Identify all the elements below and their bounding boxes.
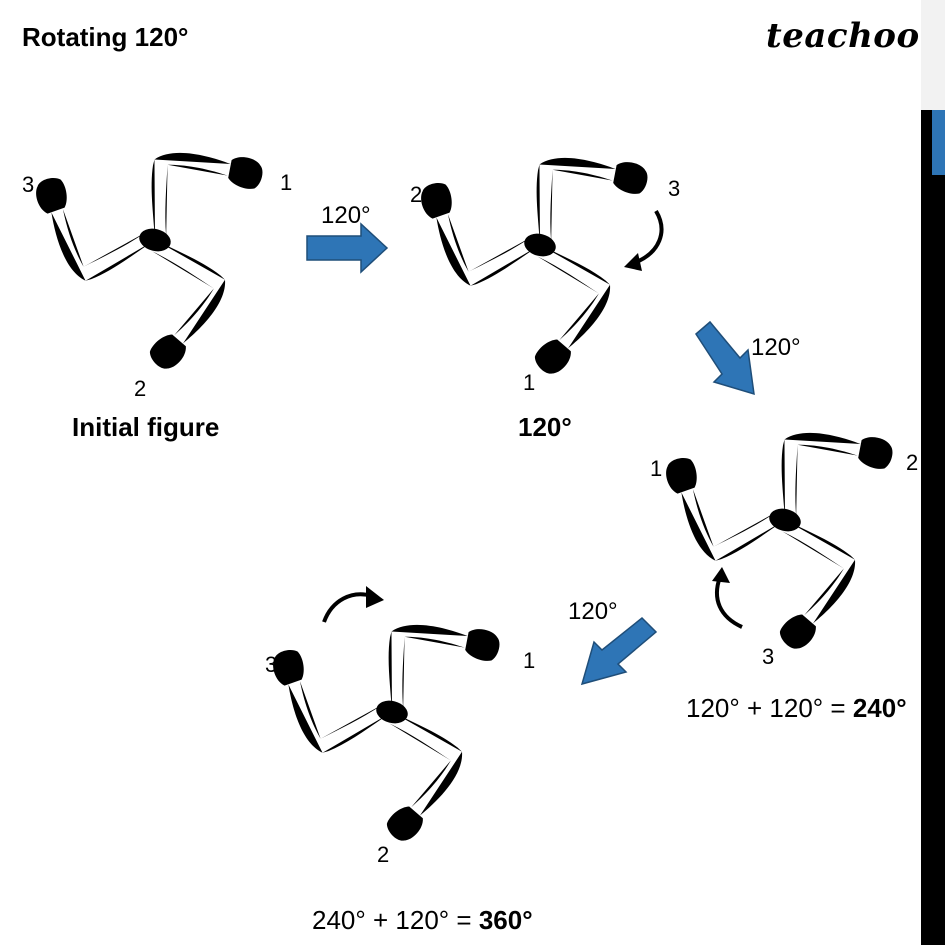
figure-4-caption: 240° + 120° = 360° xyxy=(312,905,533,935)
curved-arrow-icon xyxy=(624,209,664,271)
figure-1-label-bottom: 2 xyxy=(134,376,147,401)
down-left-arrow-icon xyxy=(580,616,658,686)
figure-2-label-left: 2 xyxy=(410,182,423,207)
figure-4-label-left: 3 xyxy=(265,652,278,677)
figure-1-label-right: 1 xyxy=(280,170,293,195)
scrollbar-top xyxy=(921,0,945,110)
figure-3-caption: 120° + 120° = 240° xyxy=(686,693,907,723)
figure-2-caption: 120° xyxy=(518,412,572,442)
figure-4-label-bottom: 2 xyxy=(377,842,390,867)
down-right-arrow-icon xyxy=(695,320,755,396)
figure-240 xyxy=(785,520,786,521)
teachoo-logo: teachoo xyxy=(766,16,920,56)
right-arrow-icon xyxy=(306,222,389,274)
page-title: Rotating 120° xyxy=(22,22,189,52)
arrow-2-label: 120° xyxy=(751,334,801,361)
curved-arrow-icon xyxy=(712,567,743,629)
figure-120 xyxy=(540,245,541,246)
figure-2-label-bottom: 1 xyxy=(523,370,536,395)
figure-3-label-right: 2 xyxy=(906,450,919,475)
figure-1-label-left: 3 xyxy=(22,172,35,197)
figure-3-label-bottom: 3 xyxy=(762,644,775,669)
figure-3-label-left: 1 xyxy=(650,456,663,481)
figure-initial xyxy=(155,240,156,241)
scrollbar-thumb[interactable] xyxy=(932,110,945,175)
arrow-3-label: 120° xyxy=(568,598,618,625)
figure-1-caption: Initial figure xyxy=(72,412,220,442)
curved-arrow-icon xyxy=(322,586,384,623)
figure-360 xyxy=(392,712,393,713)
figure-2-label-right: 3 xyxy=(668,176,681,201)
figure-4-label-right: 1 xyxy=(523,648,536,673)
